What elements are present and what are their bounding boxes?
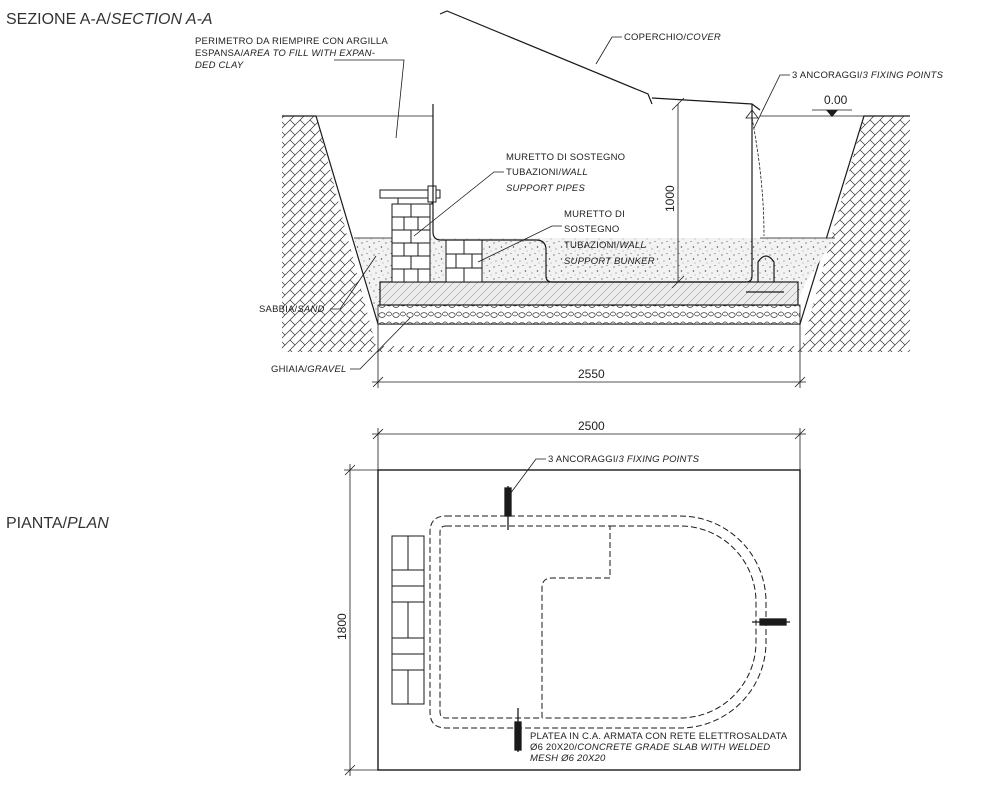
label-fixing-points: 3 ANCORAGGI/3 FIXING POINTS <box>753 70 944 129</box>
height-dimension-1000: 1000 <box>663 97 685 289</box>
svg-text:PLATEA IN C.A. ARMATA CON RETE: PLATEA IN C.A. ARMATA CON RETE ELETTROSA… <box>530 731 788 742</box>
svg-text:3 ANCORAGGI/3 FIXING POINTS: 3 ANCORAGGI/3 FIXING POINTS <box>548 454 700 465</box>
section-title: SEZIONE A-A/SECTION A-A <box>6 11 213 28</box>
label-perimeter: PERIMETRO DA RIEMPIRE CON ARGILLA ESPANS… <box>195 36 405 139</box>
width-dimension-2550: 2550 <box>372 324 806 388</box>
plan-tank-outline <box>429 515 767 729</box>
svg-text:COPERCHIO/COVER: COPERCHIO/COVER <box>624 32 721 43</box>
tank-body <box>432 104 753 283</box>
svg-text:GHIAIA/GRAVEL: GHIAIA/GRAVEL <box>271 364 346 375</box>
level-marker: 0.00 <box>812 93 852 117</box>
brick-wall-pipes <box>391 203 431 283</box>
label-plan-slab: PLATEA IN C.A. ARMATA CON RETE ELETTROSA… <box>530 731 788 764</box>
plan-brick-wall <box>391 535 425 705</box>
svg-text:1800: 1800 <box>335 613 349 640</box>
svg-text:DED CLAY: DED CLAY <box>195 60 244 71</box>
svg-text:TUBAZIONI/WALL: TUBAZIONI/WALL <box>506 167 588 178</box>
svg-text:3 ANCORAGGI/3 FIXING POINTS: 3 ANCORAGGI/3 FIXING POINTS <box>792 70 944 81</box>
svg-text:ESPANSA/AREA TO FILL WITH EXPA: ESPANSA/AREA TO FILL WITH EXPAN- <box>195 48 375 59</box>
svg-text:SUPPORT BUNKER: SUPPORT BUNKER <box>564 256 655 267</box>
plan-slab <box>377 469 801 771</box>
label-plan-fixing-points: 3 ANCORAGGI/3 FIXING POINTS <box>509 454 700 495</box>
svg-text:1000: 1000 <box>663 185 677 212</box>
svg-text:2550: 2550 <box>578 367 605 381</box>
svg-text:MURETTO DI: MURETTO DI <box>564 209 625 220</box>
plan-fixing-point-top <box>504 486 512 530</box>
label-wall-pipes: MURETTO DI SOSTEGNO TUBAZIONI/WALL SUPPO… <box>413 152 625 237</box>
svg-text:MURETTO DI SOSTEGNO: MURETTO DI SOSTEGNO <box>506 152 625 163</box>
svg-text:2500: 2500 <box>578 419 605 433</box>
svg-text:Ø6 20X20/CONCRETE GRADE SLAB W: Ø6 20X20/CONCRETE GRADE SLAB WITH WELDED <box>530 742 770 753</box>
svg-text:0.00: 0.00 <box>824 93 848 107</box>
svg-text:SUPPORT PIPES: SUPPORT PIPES <box>506 183 585 194</box>
plan-height-dimension-1800: 1800 <box>335 464 378 776</box>
soil-hatch <box>282 116 910 352</box>
concrete-slab <box>379 281 799 306</box>
svg-text:PERIMETRO DA RIEMPIRE CON ARGI: PERIMETRO DA RIEMPIRE CON ARGILLA <box>195 36 388 47</box>
svg-text:MESH Ø6 20X20: MESH Ø6 20X20 <box>530 753 606 764</box>
plan-fixing-point-bottom <box>514 708 522 752</box>
svg-text:TUBAZIONI/WALL: TUBAZIONI/WALL <box>564 240 646 251</box>
pipe-fitting <box>379 185 441 205</box>
label-wall-bunker: MURETTO DI SOSTEGNO TUBAZIONI/WALL SUPPO… <box>477 209 655 267</box>
svg-text:SABBIA/SAND: SABBIA/SAND <box>259 304 325 315</box>
plan-fixing-point-right <box>752 618 790 626</box>
plan-title: PIANTA/PLAN <box>6 515 109 532</box>
svg-text:SOSTEGNO: SOSTEGNO <box>564 224 619 235</box>
label-sand: SABBIA/SAND <box>259 255 377 315</box>
plan-width-dimension-2500: 2500 <box>372 419 806 470</box>
fixing-chain <box>745 109 784 293</box>
gravel-layer <box>377 304 801 325</box>
label-gravel: GHIAIA/GRAVEL <box>271 317 411 375</box>
brick-wall-bunker <box>445 239 483 283</box>
label-cover: COPERCHIO/COVER <box>595 32 721 65</box>
cover <box>439 10 761 111</box>
plan-tank-inner <box>439 525 611 719</box>
